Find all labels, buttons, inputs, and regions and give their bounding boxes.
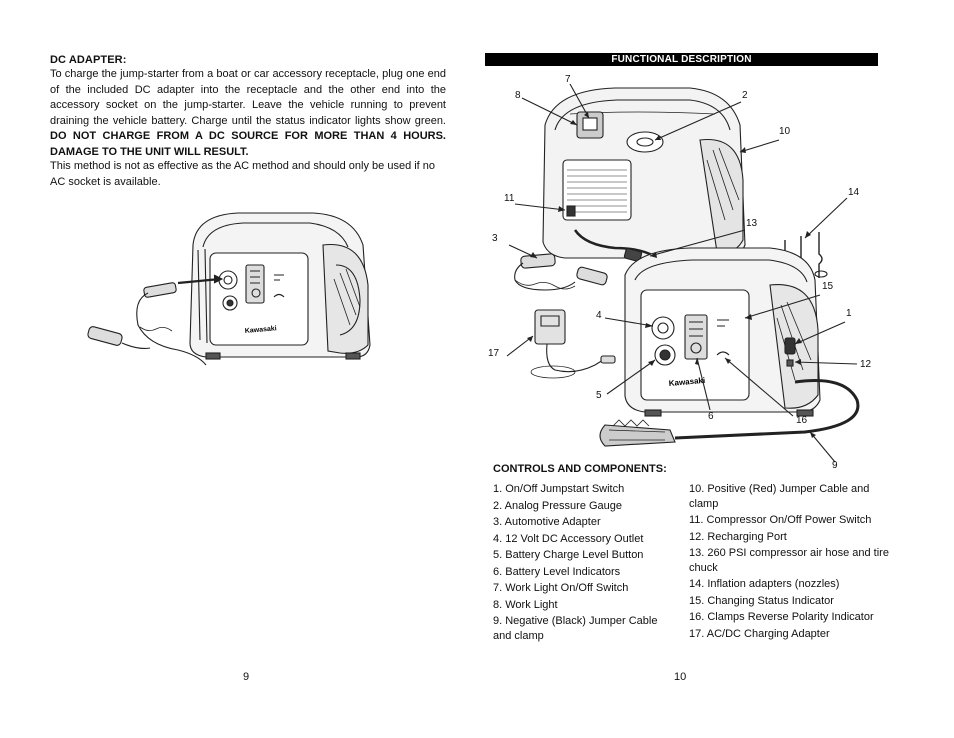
callout-15: 15 [822,281,834,292]
list-item: 11. Compressor On/Off Power Switch [689,514,872,526]
callout-6: 6 [708,411,714,422]
dc-adapter-warning: DO NOT CHARGE FROM A DC SOURCE FOR MORE … [50,130,446,158]
list-item: 4. 12 Volt DC Accessory Outlet [493,532,644,545]
callout-10: 10 [779,126,791,137]
callout-16: 16 [796,415,808,426]
list-item: 13. 260 PSI compressor air hose and tire… [689,547,889,574]
list-item: 16. Clamps Reverse Polarity Indicator [689,611,874,623]
list-item: 9. Negative (Black) Jumper Cable and cla… [493,615,658,642]
components-list-right: 10. Positive (Red) Jumper Cable and clam… [689,482,889,643]
callout-8: 8 [515,90,521,101]
page-number-left: 9 [243,671,250,683]
list-item: 6. Battery Level Indicators [493,565,621,578]
callout-3: 3 [492,233,498,244]
list-item: 17. AC/DC Charging Adapter [689,627,830,640]
functional-description-title: FUNCTIONAL DESCRIPTION [485,53,878,66]
list-item: 2. Analog Pressure Gauge [493,499,623,512]
controls-heading: CONTROLS AND COMPONENTS: [493,463,667,475]
dc-adapter-heading: DC ADAPTER: [50,54,127,66]
dc-adapter-note: This method is not as effective as the A… [50,160,436,188]
list-item: 12. Recharging Port [689,530,787,543]
callout-13: 13 [746,218,758,229]
left-brand-label: Kawasaki [245,325,277,335]
list-item: 14. Inflation adapters (nozzles) [689,578,840,590]
list-item: 7. Work Light On/Off Switch [493,582,629,594]
page-number-right: 10 [674,671,687,683]
callout-4: 4 [596,310,602,321]
callout-9: 9 [832,460,838,471]
callout-5: 5 [596,390,602,401]
dc-adapter-paragraph: To charge the jump-starter from a boat o… [50,67,446,161]
list-item: 3. Automotive Adapter [493,516,601,528]
callout-11: 11 [504,193,515,204]
list-item: 5. Battery Charge Level Button [493,549,644,561]
callout-14: 14 [848,187,860,198]
list-item: 8. Work Light [493,598,558,611]
callout-7: 7 [565,74,571,85]
callout-17: 17 [488,348,500,359]
list-item: 1. On/Off Jumpstart Switch [493,483,625,495]
components-list-left: 1. On/Off Jumpstart Switch 2. Analog Pre… [493,482,673,645]
list-item: 10. Positive (Red) Jumper Cable and clam… [689,483,870,510]
callout-2: 2 [742,90,748,101]
dc-adapter-text: To charge the jump-starter from a boat o… [50,68,446,127]
callout-1: 1 [846,308,852,319]
dc-adapter-illustration: Kawasaki [87,212,371,366]
list-item: 15. Changing Status Indicator [689,594,834,607]
right-brand-label: Kawasaki [668,376,705,388]
functional-diagram: Kawasaki [506,83,860,463]
callout-12: 12 [860,359,872,370]
